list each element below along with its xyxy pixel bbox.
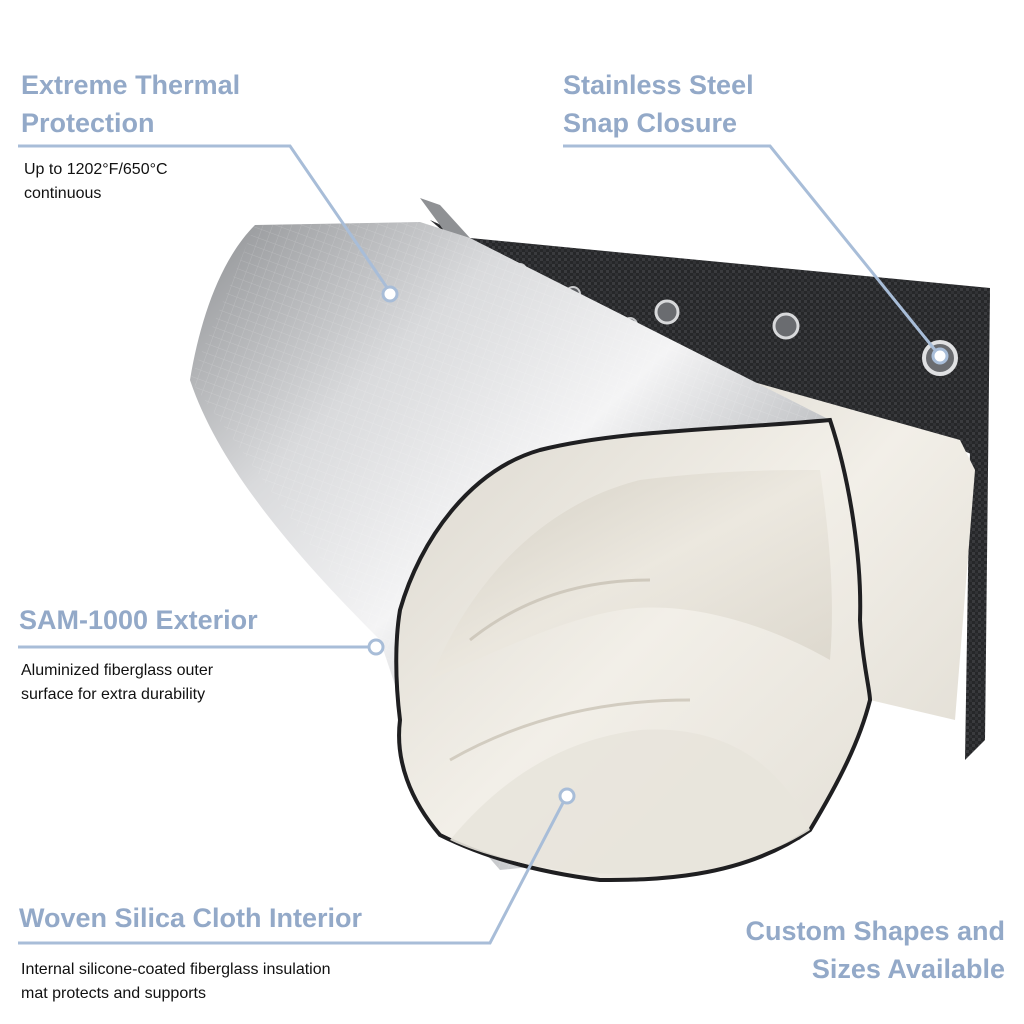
exterior-title: SAM-1000 Exterior — [19, 605, 258, 635]
thermal-marker-icon — [381, 285, 399, 303]
interior-leader-line — [18, 796, 568, 945]
black-flap — [430, 220, 990, 460]
thermal-description: Up to 1202°F/650°C continuous — [24, 161, 168, 202]
thermal-title: Extreme Thermal Protection — [21, 70, 241, 138]
interior-marker-icon — [558, 787, 576, 805]
snap-title: Stainless Steel Snap Closure — [563, 70, 754, 138]
thermal-leader-line — [18, 144, 392, 293]
exterior-description: Aluminized fiberglass outer surface for … — [21, 662, 214, 703]
snap-tab — [420, 198, 470, 238]
interior-title: Woven Silica Cloth Interior — [19, 903, 363, 933]
interior-description: Internal silicone-coated fiberglass insu… — [21, 961, 331, 1002]
exterior-marker-icon — [367, 638, 385, 656]
custom-shapes-title: Custom Shapes and Sizes Available — [745, 916, 1005, 984]
snap-leader-line — [563, 144, 937, 351]
snap-marker-icon — [931, 347, 949, 365]
